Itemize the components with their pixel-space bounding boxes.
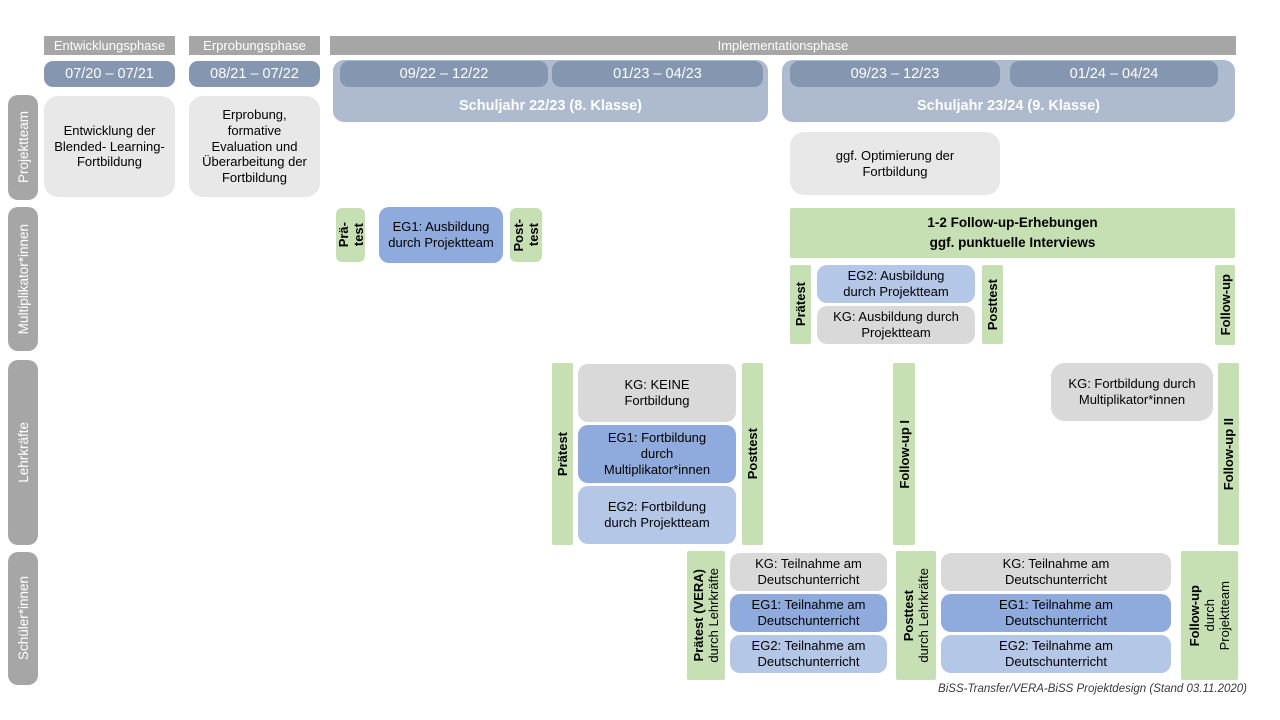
- schueler-followup-bar: Follow-up durch Projektteam: [1181, 551, 1238, 680]
- schueler-kg-box-1: KG: Teilnahme am Deutschunterricht: [730, 553, 887, 591]
- phase-header-implementation: Implementationsphase: [330, 36, 1236, 55]
- schueler-followup-line2: durch: [1202, 599, 1217, 632]
- lehrkraefte-followup2-label: Follow-up II: [1221, 417, 1236, 491]
- row-label-lehrkraefte-text: Lehrkräfte: [15, 422, 31, 483]
- phase-header-entwicklung: Entwicklungsphase: [44, 36, 175, 55]
- date-bar-0922-1222: 09/22 – 12/22: [340, 61, 548, 87]
- followup-callout-line1: 1-2 Follow-up-Erhebungen: [927, 214, 1098, 230]
- lehrkraefte-praetest-bar: Prätest: [552, 363, 573, 545]
- schueler-eg1-box-1: EG1: Teilnahme am Deutschunterricht: [730, 594, 887, 632]
- praetest-bar-line1: Prä-: [335, 222, 351, 248]
- date-bar-0720-0721: 07/20 – 07/21: [44, 61, 175, 87]
- phase-header-erprobung: Erprobungsphase: [189, 36, 320, 55]
- multiplikatoren-followup-bar: Follow-up: [1215, 265, 1235, 345]
- schueler-posttest-line2: durch Lehrkräfte: [916, 568, 931, 663]
- multiplikatoren-praetest-bar-2: Prätest: [790, 265, 811, 344]
- date-bar-0923-1223: 09/23 – 12/23: [790, 61, 1000, 87]
- date-bar-0124-0424: 01/24 – 04/24: [1010, 61, 1218, 87]
- lehrkraefte-kg-box: KG: KEINE Fortbildung: [578, 364, 736, 422]
- lehrkraefte-followup1-bar: Follow-up I: [893, 363, 915, 545]
- multiplikatoren-eg1-box: EG1: Ausbildung durch Projektteam: [379, 207, 503, 263]
- schueler-praetest-line1: Prätest (VERA): [691, 569, 706, 662]
- multiplikatoren-followup-callout: 1-2 Follow-up-Erhebungen ggf. punktuelle…: [790, 208, 1235, 258]
- multiplikatoren-eg2-box: EG2: Ausbildung durch Projektteam: [817, 265, 975, 303]
- lehrkraefte-kg2-box: KG: Fortbildung durch Multiplikator*inne…: [1051, 363, 1213, 421]
- schueler-followup-line1: Follow-up: [1187, 584, 1202, 647]
- row-label-schueler-text: Schüler*innen: [15, 576, 31, 661]
- projektteam-entwicklung-box: Entwicklung der Blended- Learning- Fortb…: [44, 96, 175, 197]
- date-bar-0123-0423: 01/23 – 04/23: [552, 61, 763, 87]
- praetest-bar-line2: test: [350, 223, 366, 247]
- schueler-posttest-bar: Posttest durch Lehrkräfte: [896, 551, 936, 680]
- schueler-praetest-line2: durch Lehrkräfte: [706, 568, 721, 663]
- schueler-followup-line3: Projektteam: [1217, 580, 1232, 651]
- multiplikatoren-praetest-bar-1: Prä- test: [335, 208, 366, 262]
- followup-label: Follow-up: [1217, 274, 1233, 336]
- schueler-kg-box-2: KG: Teilnahme am Deutschunterricht: [941, 553, 1171, 591]
- lehrkraefte-followup1-label: Follow-up I: [896, 419, 912, 489]
- schoolyear-label-23-24: Schuljahr 23/24 (9. Klasse): [917, 98, 1100, 114]
- followup-callout-line2: ggf. punktuelle Interviews: [929, 235, 1096, 250]
- schueler-eg1-box-2: EG1: Teilnahme am Deutschunterricht: [941, 594, 1171, 632]
- schueler-eg2-box-1: EG2: Teilnahme am Deutschunterricht: [730, 635, 887, 673]
- lehrkraefte-posttest-label: Posttest: [745, 428, 760, 480]
- posttest-bar-line1: Post-: [511, 218, 526, 252]
- caption: BiSS-Transfer/VERA-BiSS Projektdesign (S…: [938, 683, 1247, 695]
- lehrkraefte-eg2-box: EG2: Fortbildung durch Projektteam: [578, 486, 736, 544]
- row-label-multiplikatoren: Multiplikator*innen: [8, 207, 38, 351]
- lehrkraefte-eg1-box: EG1: Fortbildung durch Multiplikator*inn…: [578, 425, 736, 483]
- row-label-lehrkraefte: Lehrkräfte: [8, 360, 38, 545]
- lehrkraefte-praetest-label: Prätest: [555, 431, 570, 477]
- posttest-label: Posttest: [985, 278, 1000, 331]
- posttest-bar-line2: test: [526, 223, 541, 247]
- schueler-praetest-bar: Prätest (VERA) durch Lehrkräfte: [687, 551, 725, 680]
- multiplikatoren-kg-box: KG: Ausbildung durch Projektteam: [817, 306, 975, 344]
- lehrkraefte-posttest-bar: Posttest: [742, 363, 763, 545]
- schoolyear-label-22-23: Schuljahr 22/23 (8. Klasse): [459, 98, 642, 114]
- projektteam-optimierung-box: ggf. Optimierung der Fortbildung: [790, 132, 1000, 195]
- row-label-projektteam-text: Projektteam: [15, 111, 31, 184]
- multiplikatoren-posttest-bar-2: Posttest: [982, 265, 1003, 344]
- row-label-schueler: Schüler*innen: [8, 552, 38, 685]
- row-label-projektteam: Projektteam: [8, 95, 38, 200]
- schueler-posttest-line1: Posttest: [901, 589, 916, 642]
- row-label-multiplikatoren-text: Multiplikator*innen: [15, 223, 31, 335]
- projektteam-erprobung-box: Erprobung, formative Evaluation und Über…: [189, 96, 320, 197]
- date-bar-0821-0722: 08/21 – 07/22: [189, 61, 320, 87]
- lehrkraefte-followup2-bar: Follow-up II: [1218, 363, 1239, 545]
- praetest-label: Prätest: [793, 282, 808, 327]
- multiplikatoren-posttest-bar-1: Post- test: [510, 208, 542, 262]
- schueler-eg2-box-2: EG2: Teilnahme am Deutschunterricht: [941, 635, 1171, 673]
